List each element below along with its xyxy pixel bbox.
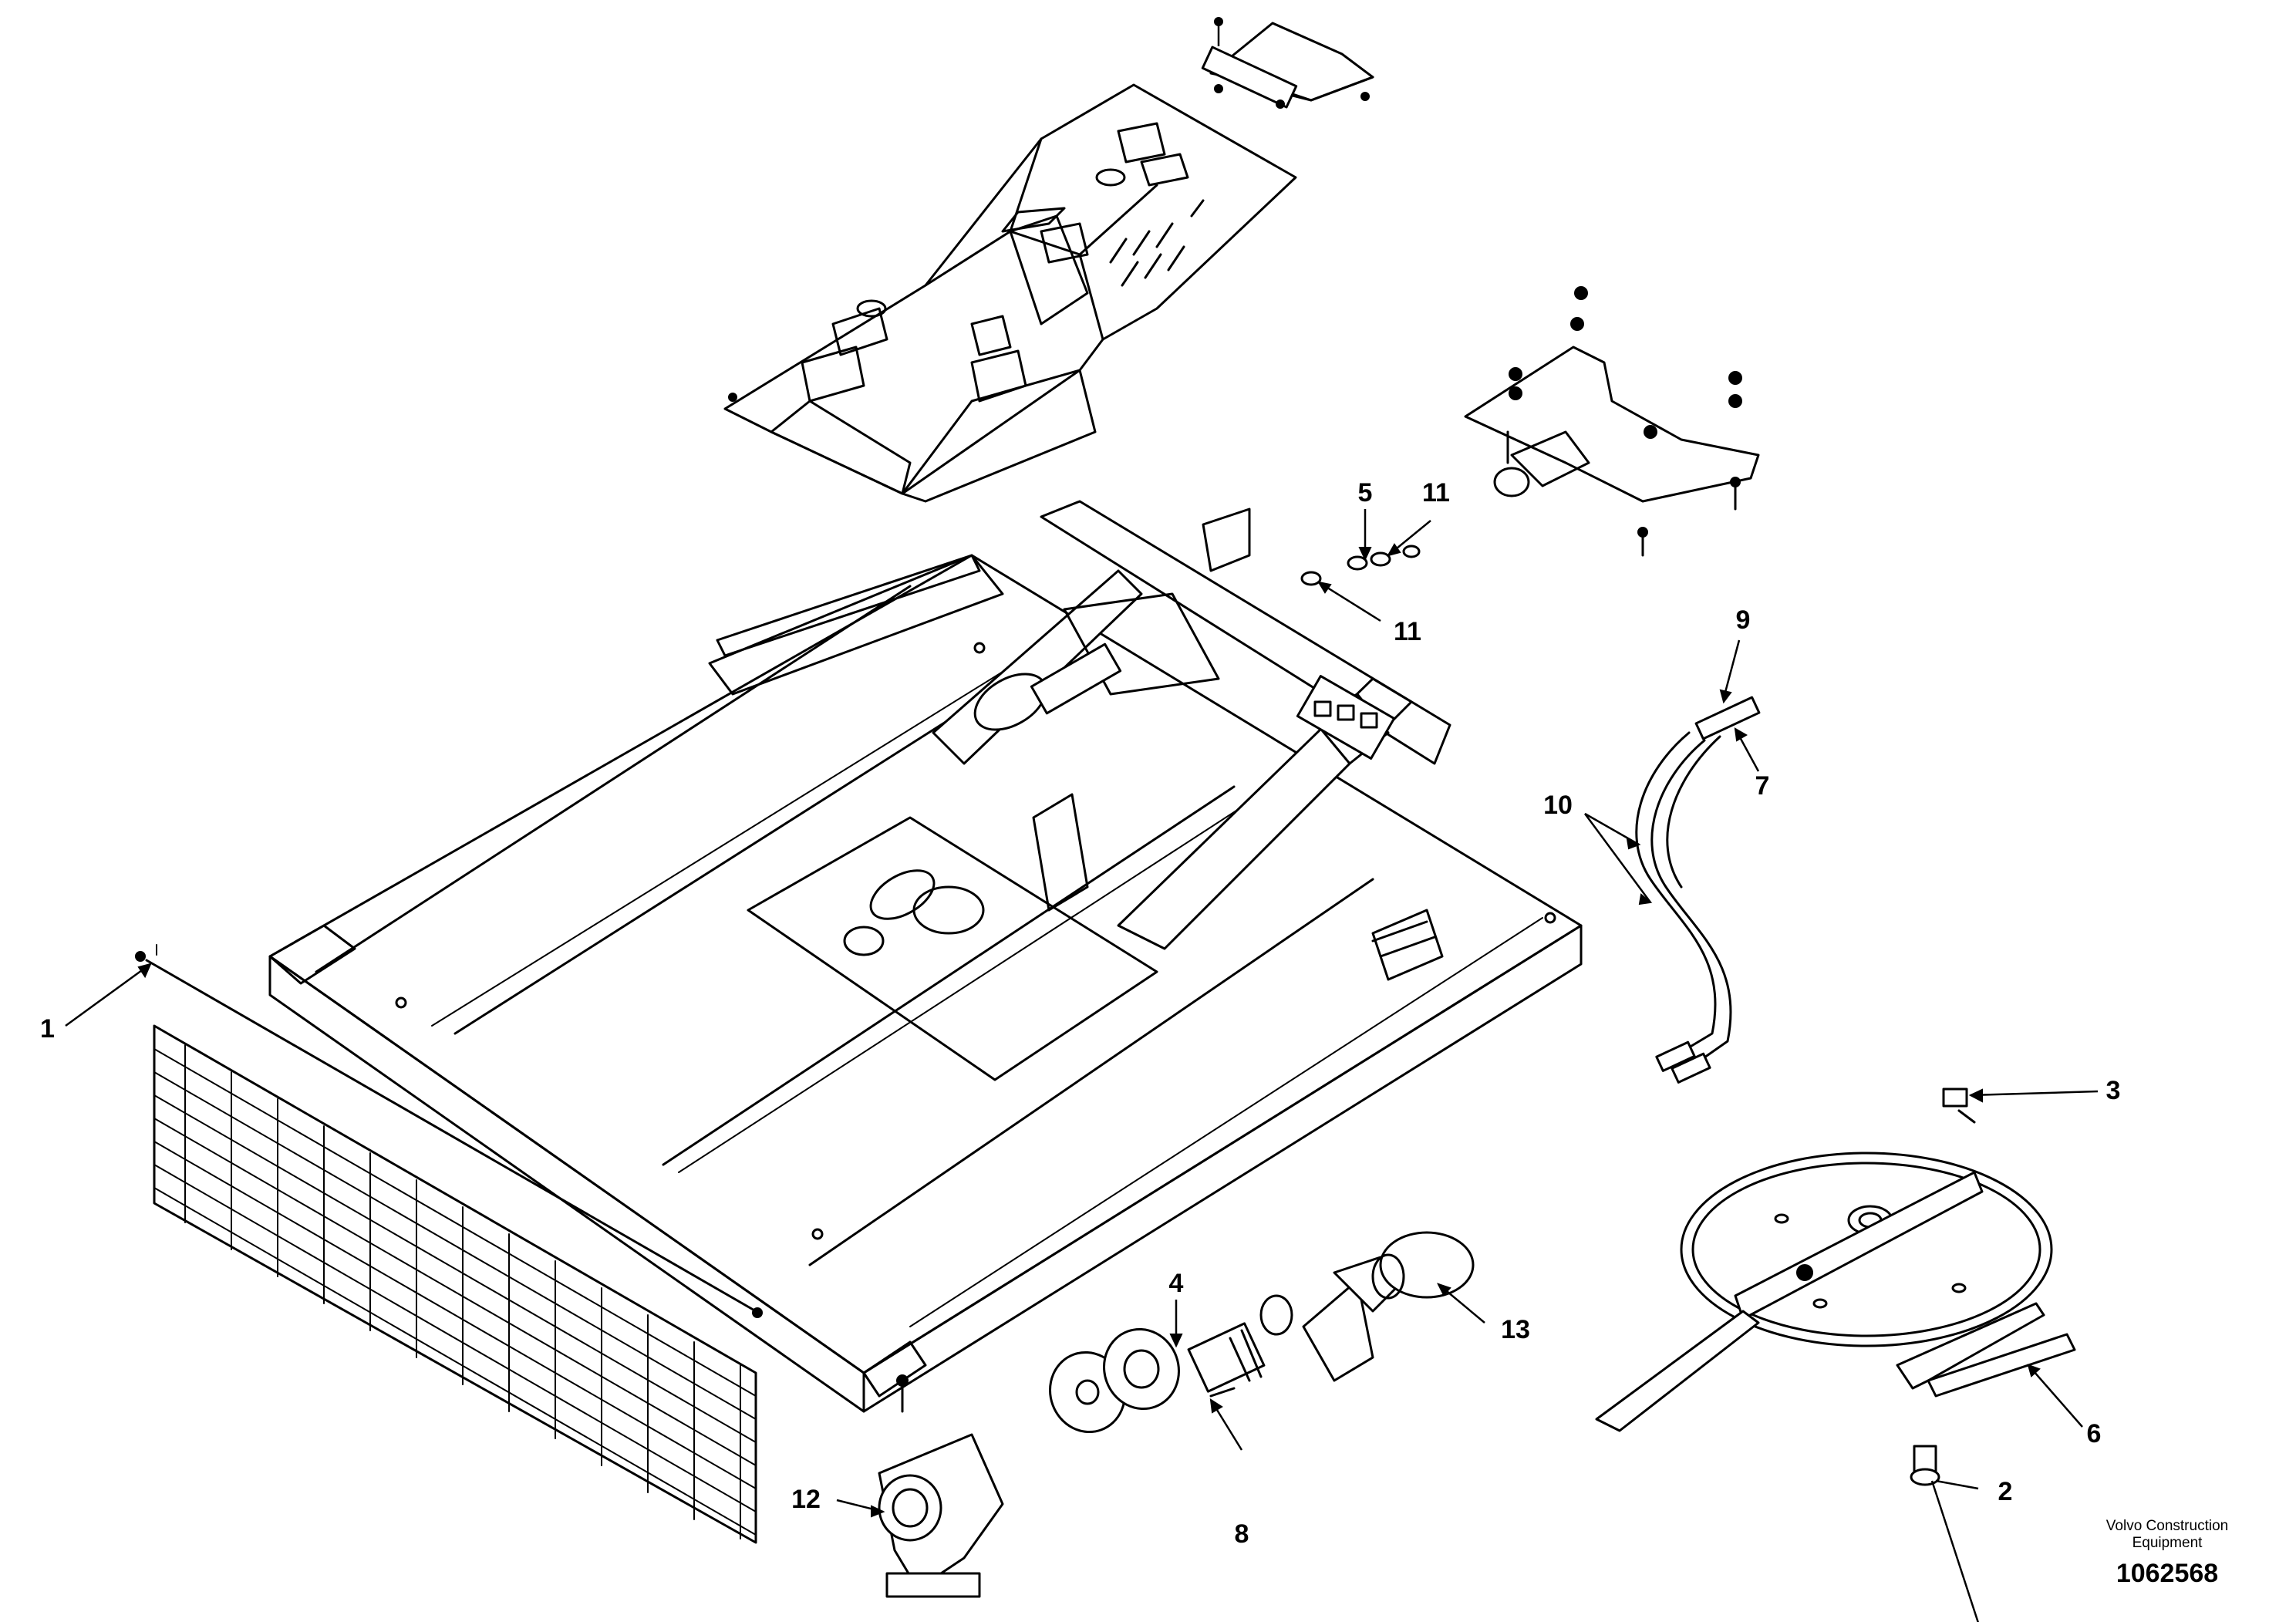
brand-name-line1: Volvo Construction [2106, 1518, 2229, 1534]
hitch-plate [1464, 286, 1760, 557]
callout-13: 13 [1501, 1315, 1530, 1344]
mower-deck [268, 554, 1583, 1413]
callout-5: 5 [1358, 478, 1373, 508]
top-cover-shield [723, 83, 1297, 503]
callout-11-upper: 11 [1422, 478, 1450, 508]
callout-labels: 1 2 3 4 5 6 7 8 9 10 11 11 12 13 [40, 478, 2120, 1549]
callout-6: 6 [2087, 1419, 2102, 1448]
chain-guard [153, 1024, 757, 1544]
brand-name-line2: Equipment [2132, 1535, 2203, 1551]
callout-12: 12 [791, 1485, 821, 1514]
a-frame-hitch [843, 500, 1451, 981]
blade-carrier-disc [1595, 1088, 2076, 1486]
callout-3: 3 [2106, 1076, 2121, 1105]
hydraulic-hoses [1635, 696, 1761, 1084]
hinge-bracket [1201, 17, 1374, 109]
callout-9: 9 [1736, 605, 1751, 635]
callout-4: 4 [1169, 1269, 1184, 1298]
gearbox-assembly [878, 1231, 1475, 1598]
small-hardware [1300, 545, 1421, 586]
leader-lines [65, 509, 2099, 1622]
callout-10: 10 [1543, 791, 1573, 820]
callout-7: 7 [1755, 771, 1770, 801]
chain-rod [135, 944, 763, 1318]
callout-1: 1 [40, 1014, 55, 1044]
callout-11-lower: 11 [1394, 617, 1421, 646]
figure-number: 1062568 [2116, 1559, 2219, 1588]
callout-2: 2 [1998, 1477, 2013, 1506]
callout-8: 8 [1235, 1519, 1249, 1549]
